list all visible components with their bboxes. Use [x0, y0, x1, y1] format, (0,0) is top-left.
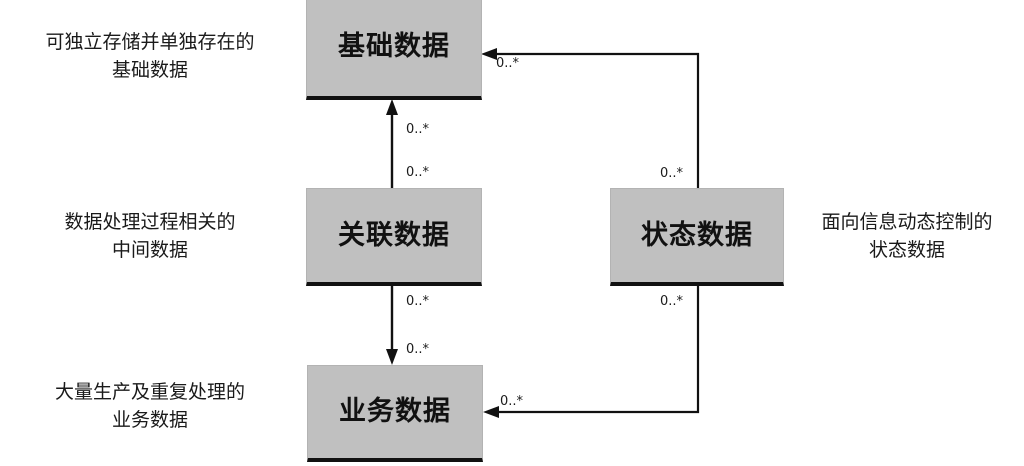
node-relation-data-label: 关联数据	[338, 219, 450, 251]
node-state-data[interactable]: 状态数据	[610, 188, 784, 286]
multiplicity-state-basic-target: 0..*	[496, 56, 520, 71]
multiplicity-relation-basic-near: 0..*	[406, 122, 430, 137]
node-business-data[interactable]: 业务数据	[307, 365, 483, 462]
multiplicity-relation-business-near: 0..*	[406, 294, 430, 309]
node-basic-data-label: 基础数据	[338, 30, 450, 62]
node-relation-data[interactable]: 关联数据	[306, 188, 482, 286]
annotation-state-data: 面向信息动态控制的 状态数据	[821, 211, 993, 261]
annotation-basic-data: 可独立存储并单独存在的 基础数据	[45, 31, 255, 81]
multiplicity-relation-business-far: 0..*	[406, 342, 430, 357]
annotation-business-data: 大量生产及重复处理的 业务数据	[54, 381, 245, 431]
edge-relation-to-business	[386, 286, 398, 365]
node-basic-data[interactable]: 基础数据	[306, 0, 482, 100]
edge-state-to-business	[483, 286, 700, 418]
node-state-data-label: 状态数据	[641, 219, 753, 251]
edge-state-to-basic	[481, 48, 700, 188]
multiplicity-state-basic-source: 0..*	[660, 166, 684, 181]
annotation-relation-data: 数据处理过程相关的 中间数据	[64, 211, 236, 261]
multiplicity-state-business-source: 0..*	[660, 294, 684, 309]
multiplicity-relation-basic-far: 0..*	[406, 165, 430, 180]
edge-relation-to-basic	[386, 99, 398, 188]
node-business-data-label: 业务数据	[339, 396, 451, 428]
multiplicity-state-business-target: 0..*	[500, 394, 524, 409]
